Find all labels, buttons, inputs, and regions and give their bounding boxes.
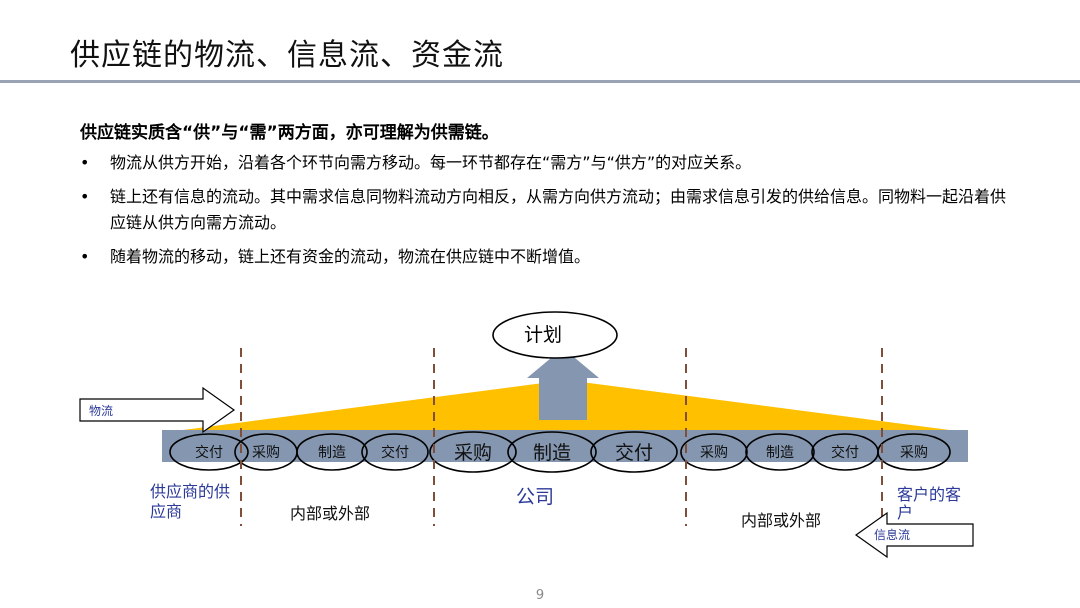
supplier-label-line2: 应商: [150, 502, 182, 521]
chain-node-label: 制造: [533, 442, 571, 464]
plan-ellipse: [492, 311, 618, 359]
supplier-label-line1: 供应商的供: [150, 482, 230, 501]
chain-node-label: 采购: [900, 445, 928, 461]
chain-node-label: 交付: [615, 442, 653, 464]
title-divider: [0, 80, 1080, 83]
logistics-arrow: [79, 386, 236, 434]
bullet-list: • 物流从供方开始，沿着各个环节向需方移动。每一环节都存在“需方”与“供方”的对应…: [80, 150, 1020, 278]
chain-node-ellipse: [590, 431, 678, 473]
company-label: 公司: [516, 486, 554, 508]
chain-node-ellipse: [361, 433, 429, 471]
customer-label-line1: 客户的客: [897, 485, 961, 504]
chain-node-label: 采购: [454, 442, 492, 464]
bullet-dot: •: [80, 247, 90, 266]
chain-node-ellipse: [507, 431, 597, 473]
chain-node-ellipse: [296, 433, 368, 471]
bullet-text: 随着物流的移动，链上还有资金的流动，物流在供应链中不断增值。: [110, 247, 591, 266]
plan-label: 计划: [524, 324, 562, 346]
bullet-text: 物流从供方开始，沿着各个环节向需方移动。每一环节都存在“需方”与“供方”的对应关…: [110, 153, 752, 172]
lead-statement: 供应链实质含“供”与“需”两方面，亦可理解为供需链。: [80, 123, 499, 143]
customer-label-line2: 户: [897, 503, 913, 522]
chain-nodes: 交付 采购 制造 交付 采购 制造 交付 采购 制造 交付 采购: [169, 431, 951, 473]
chain-node-label: 采购: [700, 445, 728, 461]
info-flow-arrow: [854, 511, 974, 559]
page-title: 供应链的物流、信息流、资金流: [70, 38, 504, 73]
chain-node-label: 交付: [195, 444, 223, 461]
bullet-item: • 物流从供方开始，沿着各个环节向需方移动。每一环节都存在“需方”与“供方”的对应…: [80, 150, 1020, 176]
bullet-item: • 链上还有信息的流动。其中需求信息同物料流动方向相反，从需方向供方流动；由需求信…: [80, 184, 1020, 236]
page-number: 9: [535, 588, 545, 603]
chain-node-ellipse: [680, 433, 748, 471]
bullet-dot: •: [80, 153, 90, 172]
chain-node-label: 交付: [831, 444, 859, 461]
chain-node-ellipse: [429, 431, 517, 473]
bullet-text: 链上还有信息的流动。其中需求信息同物料流动方向相反，从需方向供方流动；由需求信息…: [110, 187, 1007, 232]
chain-node-label: 制造: [766, 445, 794, 461]
internal-external-right-label: 内部或外部: [741, 511, 821, 530]
chain-node-ellipse: [745, 433, 815, 471]
internal-external-left-label: 内部或外部: [290, 504, 370, 523]
bullet-item: • 随着物流的移动，链上还有资金的流动，物流在供应链中不断增值。: [80, 244, 1020, 270]
chain-node-ellipse: [877, 433, 951, 471]
bullet-dot: •: [80, 187, 90, 206]
chain-node-label: 采购: [252, 445, 280, 461]
info-flow-label: 信息流: [874, 527, 910, 542]
chain-node-label: 制造: [318, 445, 346, 461]
logistics-label: 物流: [89, 404, 113, 418]
plan-arrow: [527, 348, 599, 420]
chain-node-label: 交付: [381, 444, 409, 461]
chain-node-ellipse: [169, 433, 249, 471]
